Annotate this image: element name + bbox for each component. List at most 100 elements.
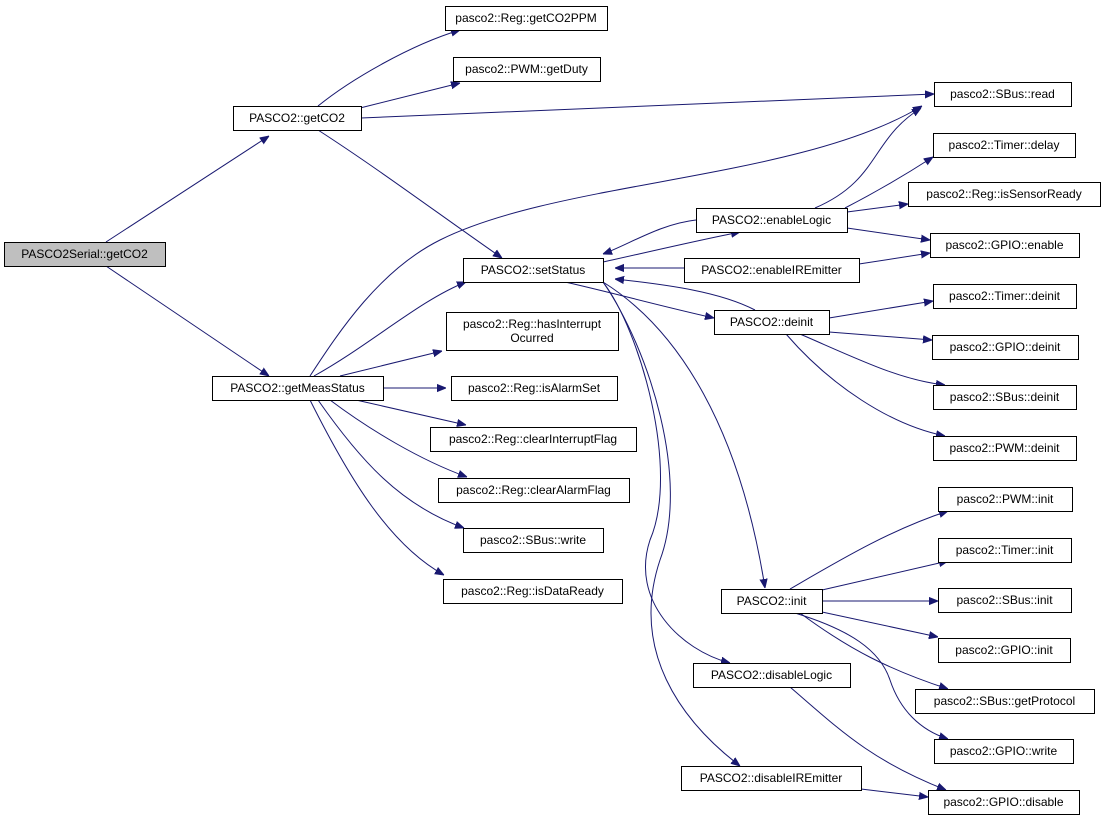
edge-init-to-sbusGetProtocol <box>799 612 948 689</box>
node-timerDelay[interactable]: pasco2::Timer::delay <box>933 133 1076 158</box>
node-label-sbusRead: pasco2::SBus::read <box>950 87 1055 101</box>
node-deinit[interactable]: PASCO2::deinit <box>714 310 830 335</box>
node-isSensorReady[interactable]: pasco2::Reg::isSensorReady <box>908 182 1101 207</box>
node-box-gpioEnable <box>930 233 1080 258</box>
node-enableIREmitter[interactable]: PASCO2::enableIREmitter <box>684 258 860 283</box>
node-label-gpioEnable: pasco2::GPIO::enable <box>945 238 1063 252</box>
node-gpioInit[interactable]: pasco2::GPIO::init <box>938 638 1071 663</box>
node-label-enableLogic: PASCO2::enableLogic <box>712 213 831 227</box>
node-box-timerDeinit <box>933 284 1077 309</box>
node-getMeasStatus[interactable]: PASCO2::getMeasStatus <box>212 376 384 401</box>
edge-setStatus-to-deinit <box>564 281 714 318</box>
edge-getMeasStatus-to-sbusRead <box>309 106 922 377</box>
node-box-timerInit <box>938 538 1072 563</box>
edge-init-to-gpioInit <box>821 611 938 637</box>
node-box-getCO2 <box>233 106 362 131</box>
node-label-sbusInit: pasco2::SBus::init <box>956 593 1053 607</box>
node-label-init: PASCO2::init <box>737 594 807 608</box>
node-box-deinit <box>714 310 830 335</box>
node-box-gpioDisable <box>928 790 1080 815</box>
node-box-pwmDeinit <box>933 436 1077 461</box>
edge-getMeasStatus-to-isDataReady <box>309 399 444 575</box>
node-box-regGetCO2PPM <box>445 6 608 31</box>
node-label-hasInterrupt-0: pasco2::Reg::hasInterrupt <box>463 317 602 331</box>
node-label-setStatus: PASCO2::setStatus <box>481 263 586 277</box>
node-pwmDeinit[interactable]: pasco2::PWM::deinit <box>933 436 1077 461</box>
node-label-gpioInit: pasco2::GPIO::init <box>955 643 1053 657</box>
node-pwmInit[interactable]: pasco2::PWM::init <box>938 487 1073 512</box>
node-enableLogic[interactable]: PASCO2::enableLogic <box>696 208 848 233</box>
node-gpioDeinit[interactable]: pasco2::GPIO::deinit <box>932 335 1079 360</box>
node-box-setStatus <box>463 258 604 283</box>
node-box-gpioDeinit <box>932 335 1079 360</box>
node-label-timerDeinit: pasco2::Timer::deinit <box>949 289 1061 303</box>
node-clearInterruptFlag[interactable]: pasco2::Reg::clearInterruptFlag <box>430 427 637 452</box>
node-root[interactable]: PASCO2Serial::getCO2 <box>4 242 166 267</box>
node-label-disableIREmitter: PASCO2::disableIREmitter <box>700 771 843 785</box>
edge-getCO2-to-setStatus <box>317 129 502 258</box>
node-gpioDisable[interactable]: pasco2::GPIO::disable <box>928 790 1080 815</box>
node-label-timerDelay: pasco2::Timer::delay <box>949 138 1060 152</box>
node-sbusDeinit[interactable]: pasco2::SBus::deinit <box>933 385 1077 410</box>
node-label-sbusGetProtocol: pasco2::SBus::getProtocol <box>934 694 1075 708</box>
node-setStatus[interactable]: PASCO2::setStatus <box>463 258 604 283</box>
node-gpioEnable[interactable]: pasco2::GPIO::enable <box>930 233 1080 258</box>
node-box-enableLogic <box>696 208 848 233</box>
edge-enableLogic-to-setStatus <box>603 219 697 254</box>
node-sbusRead[interactable]: pasco2::SBus::read <box>934 82 1072 107</box>
node-label-clearAlarmFlag: pasco2::Reg::clearAlarmFlag <box>456 483 611 497</box>
edge-setStatus-to-enableLogic <box>602 232 740 263</box>
edge-init-to-timerInit <box>821 561 948 591</box>
edge-setStatus-to-init <box>602 281 765 588</box>
edge-getMeasStatus-to-clearAlarmFlag <box>329 399 467 477</box>
node-label-timerInit: pasco2::Timer::init <box>956 543 1054 557</box>
node-box-isDataReady <box>443 579 623 604</box>
node-label-gpioDisable: pasco2::GPIO::disable <box>943 795 1063 809</box>
edge-disableIREmitter-to-gpioDisable <box>860 788 928 797</box>
node-label-gpioWrite: pasco2::GPIO::write <box>950 744 1058 758</box>
node-box-clearInterruptFlag <box>430 427 637 452</box>
node-box-init <box>721 589 823 614</box>
node-label-pwmInit: pasco2::PWM::init <box>957 492 1054 506</box>
edge-deinit-to-gpioDeinit <box>828 331 932 340</box>
node-timerDeinit[interactable]: pasco2::Timer::deinit <box>933 284 1077 309</box>
node-sbusInit[interactable]: pasco2::SBus::init <box>938 588 1072 613</box>
node-label-gpioDeinit: pasco2::GPIO::deinit <box>950 340 1061 354</box>
node-box-isAlarmSet <box>451 376 618 401</box>
node-label-isSensorReady: pasco2::Reg::isSensorReady <box>926 187 1081 201</box>
node-label-clearInterruptFlag: pasco2::Reg::clearInterruptFlag <box>449 432 617 446</box>
node-box-pwmInit <box>938 487 1073 512</box>
edge-root-to-getCO2 <box>105 136 269 243</box>
node-init[interactable]: PASCO2::init <box>721 589 823 614</box>
node-sbusGetProtocol[interactable]: pasco2::SBus::getProtocol <box>915 689 1095 714</box>
edge-disableLogic-to-gpioDisable <box>789 686 946 790</box>
node-gpioWrite[interactable]: pasco2::GPIO::write <box>934 739 1074 764</box>
node-pwmGetDuty[interactable]: pasco2::PWM::getDuty <box>453 57 601 82</box>
edge-root-to-getMeasStatus <box>105 265 269 376</box>
node-isAlarmSet[interactable]: pasco2::Reg::isAlarmSet <box>451 376 618 401</box>
edge-getCO2-to-sbusRead <box>360 94 934 119</box>
edge-init-to-gpioWrite <box>794 612 948 739</box>
edge-setStatus-to-disableLogic <box>602 281 730 663</box>
node-disableIREmitter[interactable]: PASCO2::disableIREmitter <box>681 766 862 791</box>
node-box-enableIREmitter <box>684 258 860 283</box>
node-box-disableIREmitter <box>681 766 862 791</box>
node-timerInit[interactable]: pasco2::Timer::init <box>938 538 1072 563</box>
edge-getMeasStatus-to-hasInterrupt <box>339 351 442 377</box>
node-label-sbusDeinit: pasco2::SBus::deinit <box>950 390 1060 404</box>
node-box-root <box>4 242 166 267</box>
node-sbusWrite[interactable]: pasco2::SBus::write <box>463 528 604 553</box>
node-regGetCO2PPM[interactable]: pasco2::Reg::getCO2PPM <box>445 6 608 31</box>
node-label-hasInterrupt-1: Ocurred <box>510 331 553 345</box>
node-label-isAlarmSet: pasco2::Reg::isAlarmSet <box>468 381 601 395</box>
node-clearAlarmFlag[interactable]: pasco2::Reg::clearAlarmFlag <box>438 478 630 503</box>
node-box-isSensorReady <box>908 182 1101 207</box>
edge-enableLogic-to-sbusRead <box>814 108 921 209</box>
node-label-regGetCO2PPM: pasco2::Reg::getCO2PPM <box>455 11 596 25</box>
node-disableLogic[interactable]: PASCO2::disableLogic <box>693 663 851 688</box>
node-label-root: PASCO2Serial::getCO2 <box>21 247 148 261</box>
node-isDataReady[interactable]: pasco2::Reg::isDataReady <box>443 579 623 604</box>
node-getCO2[interactable]: PASCO2::getCO2 <box>233 106 362 131</box>
